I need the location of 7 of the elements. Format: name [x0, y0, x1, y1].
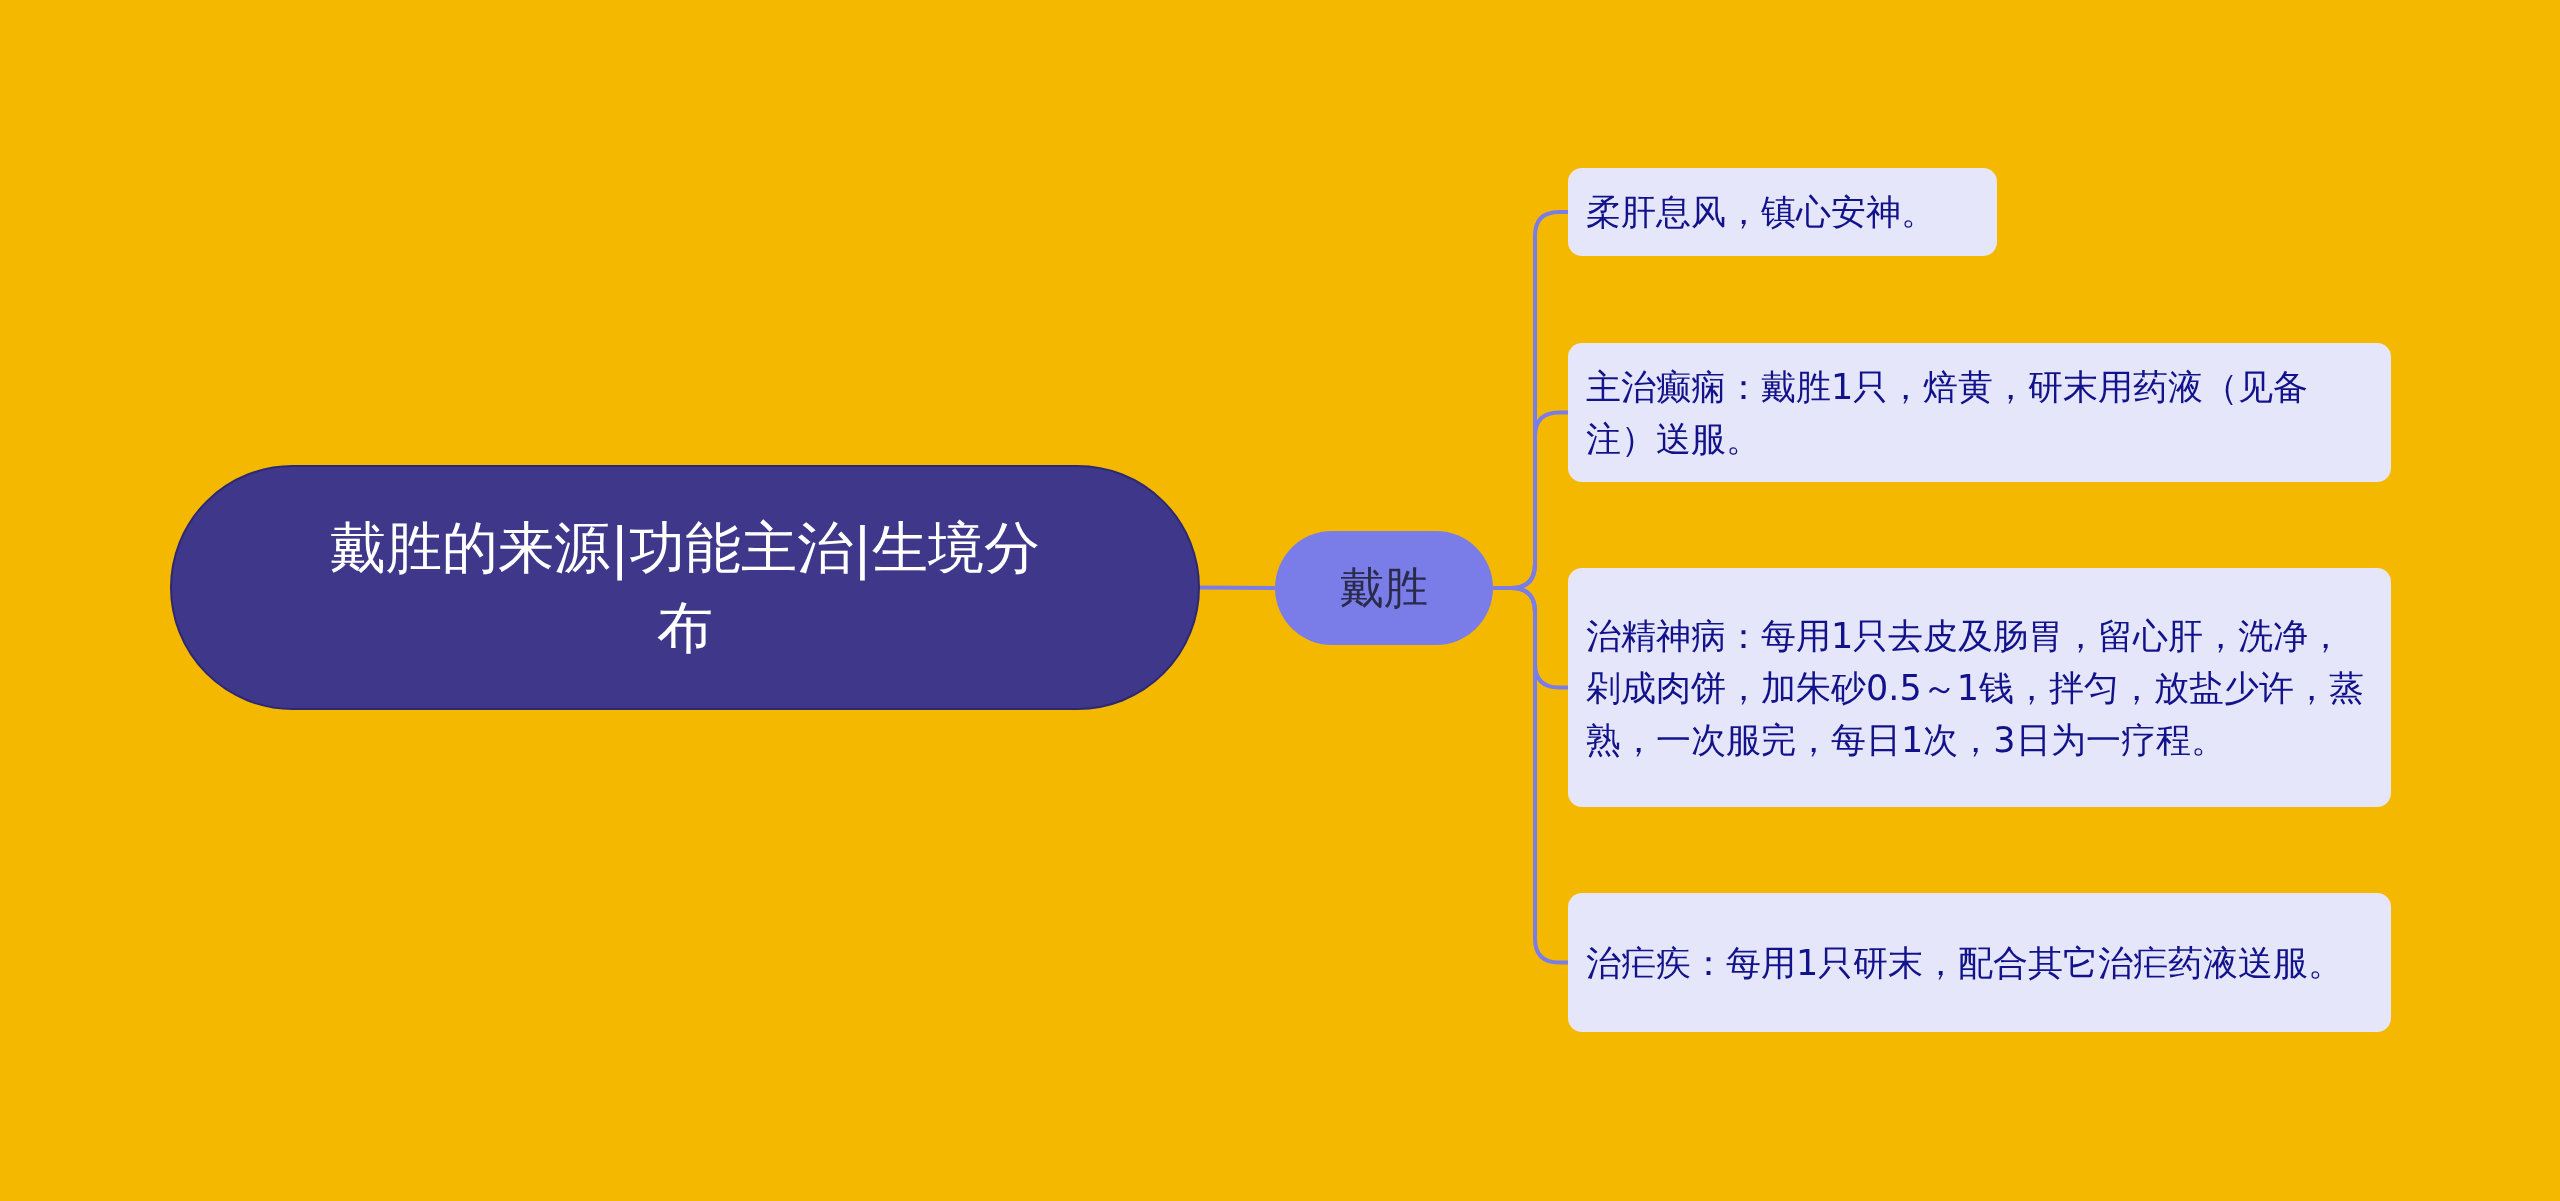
note-box: 主治癫痫：戴胜1只，焙黄，研末用药液（见备注）送服。: [1568, 343, 2391, 482]
note-box: 治疟疾：每用1只研末，配合其它治疟药液送服。: [1568, 893, 2391, 1032]
connector-line: [1200, 585, 1275, 590]
branch-box: 戴胜: [1275, 531, 1493, 645]
note-box: 柔肝息风，镇心安神。: [1568, 168, 1997, 256]
note-box: 治精神病：每用1只去皮及肠胃，留心肝，洗净，剁成肉饼，加朱砂0.5～1钱，拌匀，放盐少许，蒸熟，一次服完，每日1次，3日为一疗程。: [1568, 568, 2391, 807]
topic-box: 戴胜的来源|功能主治|生境分布: [170, 465, 1200, 710]
